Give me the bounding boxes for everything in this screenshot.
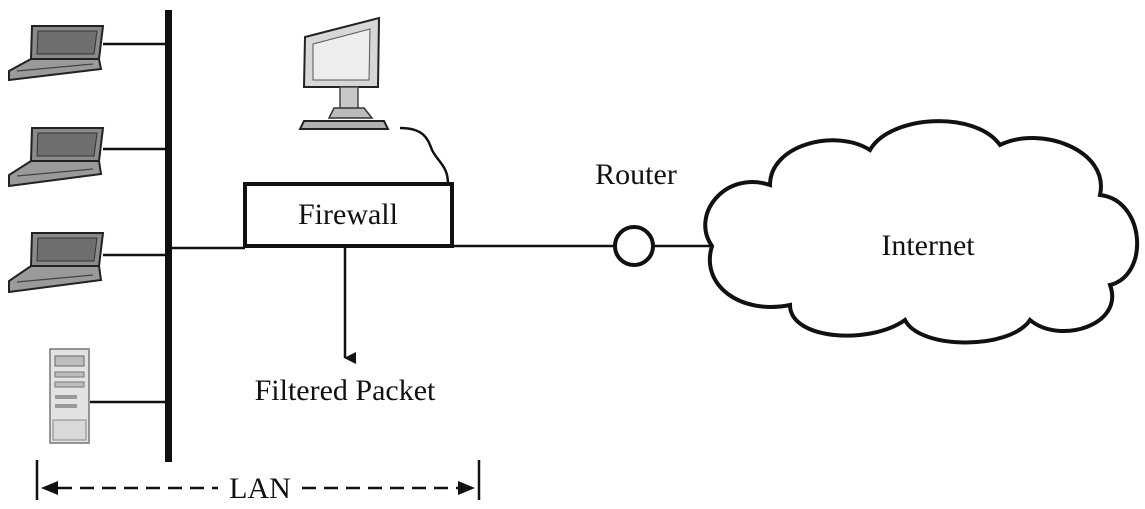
lan-span-left-arrowhead: [41, 481, 58, 495]
server-icon: [49, 348, 168, 444]
filtered-packet-label: Filtered Packet: [255, 374, 436, 407]
firewall-label: Firewall: [298, 198, 398, 231]
router-label: Router: [595, 158, 677, 191]
router-node: [613, 225, 655, 267]
monitor-cable: [399, 126, 450, 185]
lan-span-right-arrowhead: [458, 481, 475, 495]
internet-label: Internet: [881, 229, 975, 262]
lan-backbone: [165, 10, 172, 462]
monitor-icon: [298, 16, 390, 130]
internet-cloud: [703, 119, 1140, 345]
laptop-icon: [8, 127, 168, 188]
laptop-icon: [8, 232, 168, 294]
laptop-icon: [8, 25, 168, 82]
lan-label: LAN: [229, 472, 291, 504]
firewall-box: [243, 182, 454, 248]
